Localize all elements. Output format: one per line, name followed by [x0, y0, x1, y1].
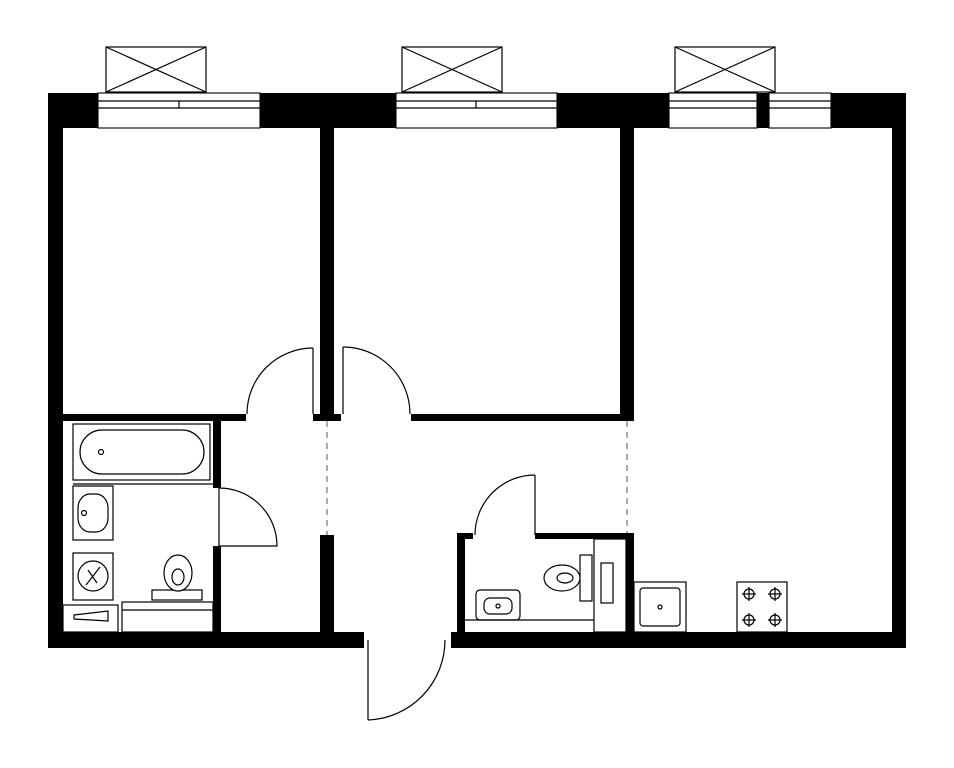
water-heater-icon — [593, 538, 627, 633]
window — [768, 92, 832, 129]
interior-walls — [63, 128, 634, 632]
sink-icon — [475, 589, 521, 621]
ac-unit-icon — [674, 46, 776, 93]
door-entrance[interactable] — [367, 639, 446, 721]
toilet-icon — [151, 554, 203, 601]
toilet-icon — [543, 554, 593, 602]
door-bedroom-1[interactable] — [246, 347, 314, 415]
stove-icon — [736, 581, 788, 633]
sink-icon — [72, 485, 114, 541]
window — [668, 92, 758, 129]
ac-unit-icon — [105, 46, 207, 93]
outer-walls — [48, 93, 906, 648]
door-toilet[interactable] — [474, 474, 536, 536]
door-bathroom[interactable] — [218, 487, 278, 547]
water-heater-icon — [62, 604, 119, 633]
door-bedroom-2[interactable] — [342, 346, 411, 415]
bathroom-counter — [121, 601, 214, 633]
window — [395, 92, 558, 129]
ac-unit-icon — [401, 46, 503, 93]
bathtub-icon — [72, 423, 211, 481]
kitchen-sink-icon — [633, 581, 687, 633]
washing-machine-icon — [72, 552, 114, 601]
window — [97, 92, 261, 129]
